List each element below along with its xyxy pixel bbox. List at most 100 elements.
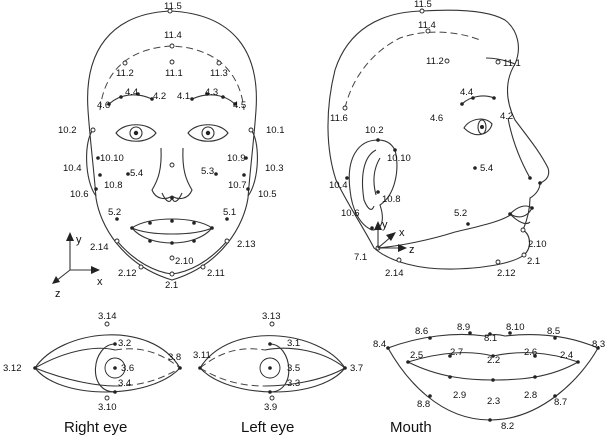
side-axes: y x z bbox=[374, 219, 415, 256]
side-label-2-1: 2.1 bbox=[527, 256, 540, 267]
right-eye-diagram: 3.14 3.2 3.12 3.6 3.8 3.4 3.10 Right eye bbox=[3, 311, 182, 436]
label-8-7: 8.7 bbox=[554, 397, 567, 408]
front-axis-z: z bbox=[55, 288, 61, 300]
label-2-9: 2.9 bbox=[453, 390, 466, 401]
label-5-3: 5.3 bbox=[201, 166, 214, 177]
left-eye-diagram: 3.13 3.1 3.11 3.5 3.7 3.3 3.9 Left eye bbox=[193, 311, 363, 436]
label-5-2: 5.2 bbox=[108, 207, 121, 218]
label-2-11: 2.11 bbox=[207, 268, 225, 279]
left-eye-caption: Left eye bbox=[241, 419, 294, 436]
front-axis-y: y bbox=[76, 234, 82, 246]
label-2-10: 2.10 bbox=[175, 256, 194, 267]
label-2-14: 2.14 bbox=[90, 242, 109, 253]
mouth-diagram: 8.4 8.6 8.9 8.1 8.10 8.5 8.3 2.5 2.7 2.2… bbox=[373, 322, 605, 436]
side-label-11-1: 11.1 bbox=[503, 58, 521, 69]
label-2-1: 2.1 bbox=[165, 280, 178, 291]
side-label-10-4: 10.4 bbox=[329, 180, 348, 191]
side-label-7-1: 7.1 bbox=[354, 252, 367, 263]
side-label-11-6: 11.6 bbox=[330, 113, 348, 124]
side-label-2-14: 2.14 bbox=[385, 268, 404, 279]
side-label-4-2: 4.2 bbox=[500, 111, 513, 122]
side-eye bbox=[464, 119, 492, 135]
label-3-11: 3.11 bbox=[193, 350, 211, 361]
label-11-2: 11.2 bbox=[116, 68, 134, 79]
label-4-4: 4.4 bbox=[125, 87, 138, 98]
front-head-outline bbox=[88, 11, 257, 280]
label-4-2: 4.2 bbox=[153, 91, 166, 102]
label-5-4: 5.4 bbox=[130, 168, 143, 179]
label-10-6: 10.6 bbox=[70, 189, 89, 200]
label-8-2: 8.2 bbox=[501, 421, 514, 432]
front-face-diagram: 11.5 11.4 11.2 11.1 11.3 4.4 4.2 4.1 4.3… bbox=[52, 1, 285, 300]
label-10-1: 10.1 bbox=[266, 125, 285, 136]
label-2-2: 2.2 bbox=[487, 355, 500, 366]
side-label-5-2: 5.2 bbox=[454, 208, 467, 219]
side-label-11-4: 11.4 bbox=[418, 20, 436, 31]
label-4-1: 4.1 bbox=[177, 91, 190, 102]
label-3-2: 3.2 bbox=[118, 338, 131, 349]
label-3-10: 3.10 bbox=[98, 402, 117, 413]
label-10-4: 10.4 bbox=[63, 163, 82, 174]
side-face-diagram: 11.5 11.4 11.2 11.1 4.4 4.6 4.2 11.6 10.… bbox=[328, 0, 549, 279]
label-11-1: 11.1 bbox=[165, 68, 183, 79]
side-label-10-6: 10.6 bbox=[341, 208, 360, 219]
label-3-9: 3.9 bbox=[264, 402, 277, 413]
label-3-5: 3.5 bbox=[287, 363, 300, 374]
label-8-1: 8.1 bbox=[484, 333, 497, 344]
label-3-7: 3.7 bbox=[350, 363, 363, 374]
side-head-outline bbox=[328, 10, 549, 269]
label-5-1: 5.1 bbox=[223, 207, 236, 218]
label-2-7: 2.7 bbox=[450, 347, 463, 358]
label-10-10: 10.10 bbox=[100, 153, 124, 164]
label-10-3: 10.3 bbox=[265, 163, 284, 174]
label-8-5: 8.5 bbox=[547, 326, 560, 337]
label-3-4: 3.4 bbox=[118, 378, 131, 389]
label-10-5: 10.5 bbox=[258, 189, 277, 200]
label-3-8: 3.8 bbox=[168, 352, 181, 363]
side-axis-z: z bbox=[409, 244, 415, 256]
front-right-eye bbox=[116, 125, 156, 142]
side-label-10-2: 10.2 bbox=[365, 125, 384, 136]
label-3-13: 3.13 bbox=[262, 311, 281, 322]
front-left-eye bbox=[188, 125, 228, 142]
label-8-8: 8.8 bbox=[417, 399, 430, 410]
label-3-1: 3.1 bbox=[287, 338, 300, 349]
side-label-4-4: 4.4 bbox=[460, 87, 473, 98]
label-2-13: 2.13 bbox=[237, 239, 256, 250]
label-11-5: 11.5 bbox=[164, 1, 182, 12]
side-axis-y: y bbox=[382, 219, 388, 231]
mouth-caption: Mouth bbox=[390, 419, 432, 436]
side-axis-x: x bbox=[399, 227, 405, 239]
label-8-3: 8.3 bbox=[592, 339, 605, 350]
label-2-5: 2.5 bbox=[410, 350, 423, 361]
label-11-3: 11.3 bbox=[210, 68, 228, 79]
label-8-9: 8.9 bbox=[457, 322, 470, 333]
side-label-2-10: 2.10 bbox=[528, 239, 547, 250]
label-2-4: 2.4 bbox=[560, 350, 573, 361]
label-2-12: 2.12 bbox=[118, 268, 137, 279]
side-label-11-2: 11.2 bbox=[426, 56, 444, 67]
label-8-6: 8.6 bbox=[415, 326, 428, 337]
label-8-4: 8.4 bbox=[373, 339, 386, 350]
label-3-14: 3.14 bbox=[98, 311, 117, 322]
label-8-10: 8.10 bbox=[506, 322, 525, 333]
label-3-6: 3.6 bbox=[121, 363, 134, 374]
label-2-3: 2.3 bbox=[487, 396, 500, 407]
front-axis-x: x bbox=[97, 276, 103, 288]
side-label-10-10: 10.10 bbox=[387, 153, 411, 164]
side-label-5-4: 5.4 bbox=[480, 163, 493, 174]
label-10-8: 10.8 bbox=[104, 180, 123, 191]
label-3-12: 3.12 bbox=[3, 363, 22, 374]
right-eye-caption: Right eye bbox=[64, 419, 127, 436]
label-2-8: 2.8 bbox=[524, 390, 537, 401]
label-4-5: 4.5 bbox=[233, 100, 246, 111]
side-label-11-5: 11.5 bbox=[414, 0, 432, 10]
label-3-3: 3.3 bbox=[287, 378, 300, 389]
side-label-4-6: 4.6 bbox=[430, 113, 443, 124]
label-10-9: 10.9 bbox=[227, 153, 246, 164]
label-2-6: 2.6 bbox=[524, 347, 537, 358]
label-4-6: 4.6 bbox=[97, 100, 110, 111]
front-nose bbox=[152, 148, 192, 198]
label-10-7: 10.7 bbox=[228, 180, 247, 191]
